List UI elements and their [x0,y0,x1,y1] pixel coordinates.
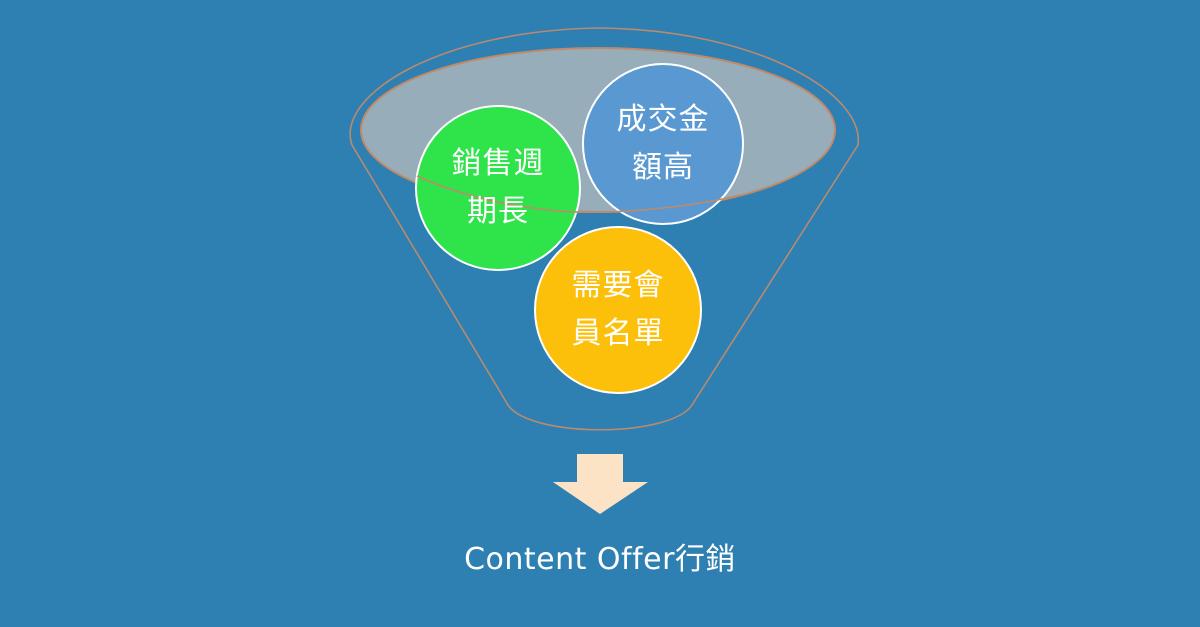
funnel-top-ellipse-front-edge [416,175,741,214]
circle-yellow [534,226,702,394]
funnel-outline [349,27,859,431]
down-arrow-icon [553,454,648,514]
circle-green [415,105,581,271]
circle-blue [582,63,744,225]
output-label: Content Offer行銷 [464,542,736,577]
